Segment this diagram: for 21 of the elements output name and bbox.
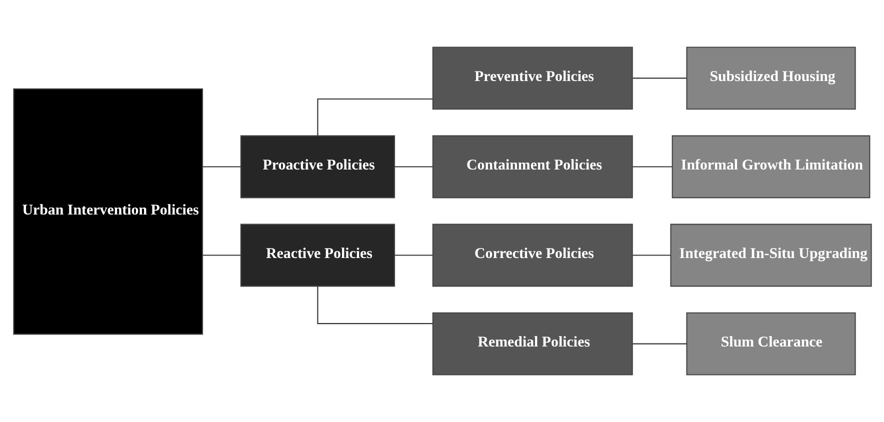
node-box: Preventive Policies — [432, 46, 632, 110]
connector — [394, 254, 432, 256]
node-box: Subsidized Housing — [686, 46, 856, 110]
node-box: Remedial Policies — [432, 312, 632, 376]
connector — [316, 286, 432, 324]
node-box: Corrective Policies — [432, 224, 632, 287]
connector — [632, 254, 670, 256]
node-box: Proactive Policies — [240, 135, 395, 198]
node-box: Reactive Policies — [240, 224, 395, 287]
connector — [316, 98, 432, 136]
node-box: Slum Clearance — [686, 312, 856, 376]
connector — [394, 166, 432, 168]
connector — [632, 78, 686, 79]
connector — [632, 343, 686, 344]
node-box: Informal Growth Limitation — [671, 135, 870, 198]
connector — [202, 166, 240, 168]
node-box: Urban Intervention Policies — [12, 88, 203, 335]
node-box: Containment Policies — [432, 135, 632, 198]
connector — [632, 166, 672, 168]
node-box: Integrated In-Situ Upgrading — [670, 224, 872, 287]
connector — [202, 254, 240, 256]
